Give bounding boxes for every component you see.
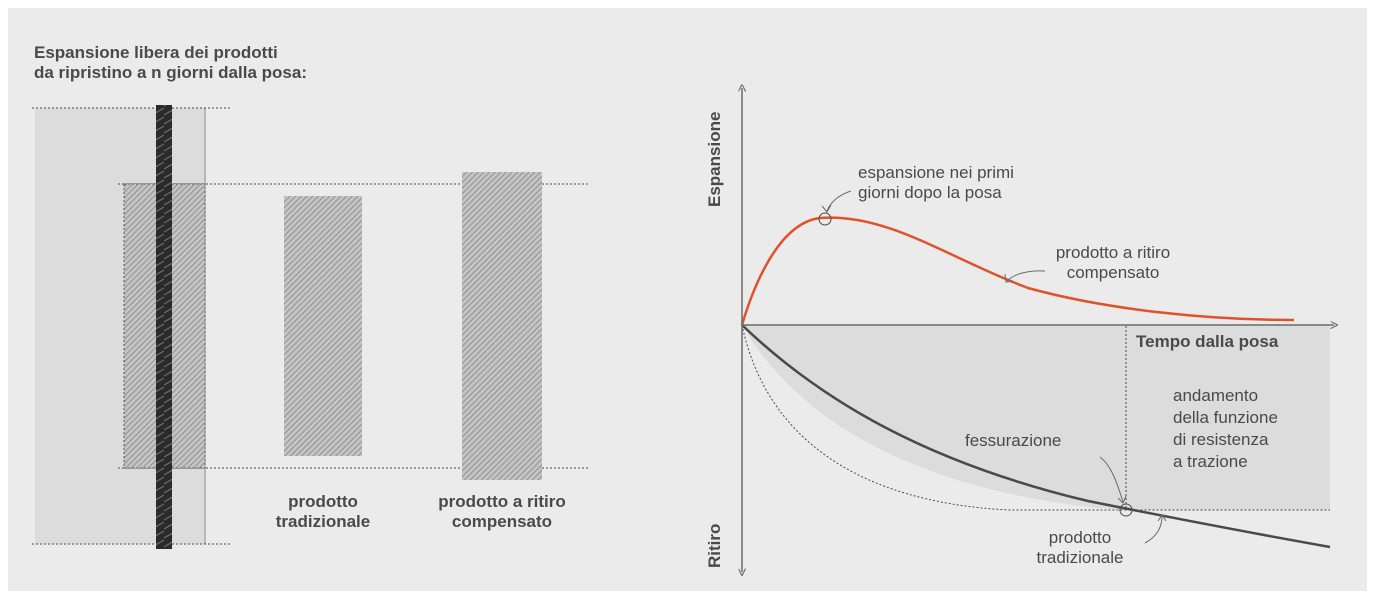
annotation-expansion-peak: espansione nei primi giorni dopo la posa	[858, 163, 1078, 203]
expansion-peak-marker	[818, 212, 832, 226]
annotation-compensated-line1: prodotto a ritiro	[1055, 243, 1171, 262]
annotation-tensile-line1: andamento	[1173, 386, 1259, 405]
diagram-graphics	[32, 8, 1367, 591]
compensated-leader-head	[1004, 273, 1014, 283]
x-axis-label: Tempo dalla posa	[1136, 332, 1279, 351]
annotation-tensile-strength: andamento della funzione di resistenza a…	[1173, 385, 1323, 473]
annotation-traditional-line2: tradizionale	[1036, 548, 1124, 567]
left-title: Espansione libera dei prodotti da ripris…	[34, 43, 454, 83]
annotation-tensile-line4: a trazione	[1173, 452, 1248, 471]
peak-leader-head	[821, 204, 832, 213]
cracking-leader-line	[1099, 456, 1124, 503]
compensated-product-sample	[462, 172, 542, 480]
peak-leader-line	[826, 190, 852, 212]
label-traditional-product: prodotto tradizionale	[238, 492, 408, 532]
left-title-line1: Espansione libera dei prodotti	[34, 43, 278, 62]
tensile-strength-curve	[741, 324, 1330, 511]
annotation-traditional-line1: prodotto	[1048, 528, 1112, 547]
traditional-product-curve	[741, 324, 1331, 549]
traditional-leader-head	[1157, 514, 1167, 522]
annotation-compensated-line2: compensato	[1066, 263, 1160, 282]
rebar	[156, 105, 172, 549]
annotation-tensile-line3: di resistenza	[1173, 430, 1269, 449]
traditional-product-sample	[284, 196, 362, 456]
cracking-point-marker	[1119, 503, 1133, 517]
compensated-product-curve	[740, 216, 1295, 326]
left-title-line2: da ripristino a n giorni dalla posa:	[34, 63, 307, 82]
traditional-leader-line	[1144, 515, 1163, 544]
y-axis-label-expansion: Espansione	[705, 111, 724, 207]
annotation-traditional-product: prodotto tradizionale	[1015, 528, 1145, 568]
label-traditional-line1: prodotto	[288, 492, 358, 511]
figure-panel: Espansione libera dei prodotti da ripris…	[8, 8, 1367, 591]
cracking-leader-head	[1117, 495, 1127, 504]
compensated-leader-line	[1006, 270, 1046, 282]
annotation-peak-line2: giorni dopo la posa	[858, 183, 1002, 202]
label-traditional-line2: tradizionale	[275, 512, 371, 531]
annotation-tensile-line2: della funzione	[1173, 408, 1278, 427]
shrinkage-shaded-area	[742, 325, 1330, 510]
annotation-compensated-product: prodotto a ritiro compensato	[1038, 243, 1188, 283]
label-compensated-line1: prodotto a ritiro	[438, 492, 566, 511]
y-axis-label-shrinkage: Ritiro	[705, 523, 724, 568]
label-compensated-product: prodotto a ritiro compensato	[412, 492, 592, 532]
annotation-peak-line1: espansione nei primi	[858, 163, 1014, 182]
label-compensated-line2: compensato	[451, 512, 553, 531]
annotation-cracking: fessurazione	[965, 431, 1062, 450]
